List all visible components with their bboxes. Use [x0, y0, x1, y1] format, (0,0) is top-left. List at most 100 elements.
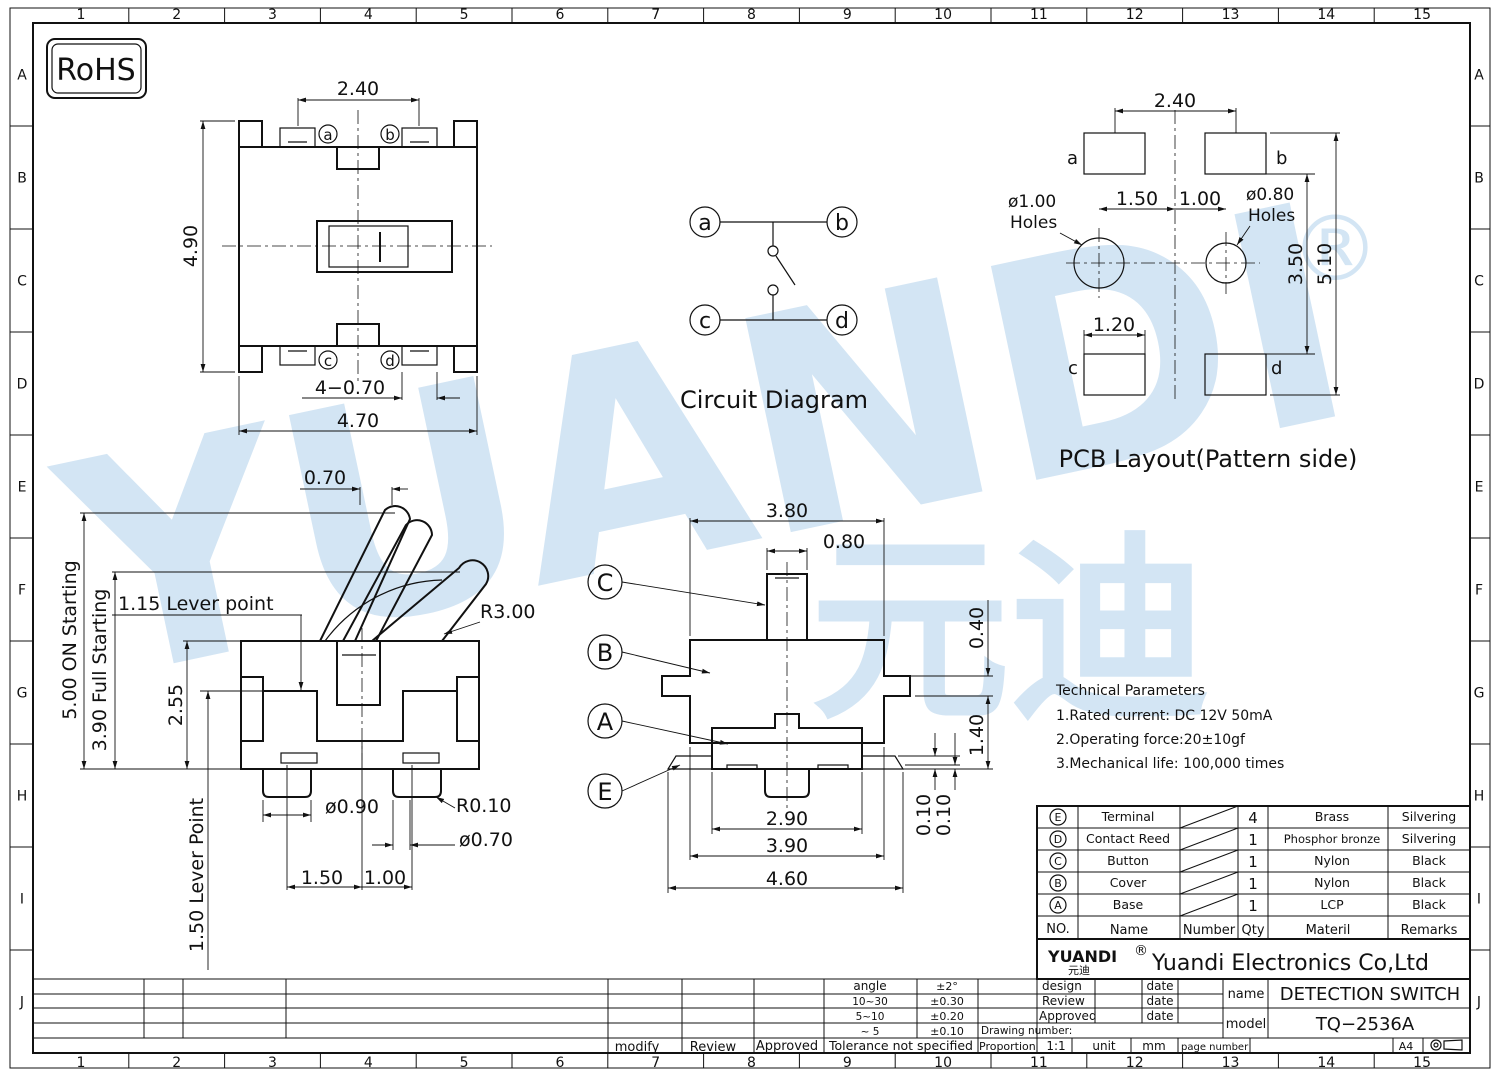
front-dim-2-90: 2.90 [766, 808, 808, 830]
border-row-right: E [1475, 480, 1484, 496]
front-callout-c: C [597, 569, 614, 597]
col-review: Review [690, 1040, 737, 1055]
watermark-cjk: 元迪 [810, 515, 1210, 748]
border-row-right: I [1477, 892, 1481, 908]
border-col-bottom: 2 [172, 1055, 181, 1071]
bom-material: Brass [1315, 809, 1349, 824]
border-row-right: F [1475, 583, 1483, 599]
circuit-node-c: c [699, 309, 711, 334]
bom-material: Nylon [1314, 875, 1350, 890]
border-row-left: D [17, 377, 28, 393]
bom-qty: 1 [1248, 853, 1258, 871]
front-view: 3.80 0.80 0.40 1.40 0.10 0.10 2.90 3.90 … [587, 500, 993, 893]
tech-title: Technical Parameters [1055, 683, 1205, 699]
side-radius: R3.00 [480, 601, 536, 623]
front-dim-0-40: 0.40 [966, 607, 988, 649]
pcb-dim-1-00: 1.00 [1179, 188, 1221, 210]
bom-material: Phosphor bronze [1284, 832, 1380, 846]
border-col-bottom: 3 [268, 1055, 277, 1071]
pcb-hole2-sub: Holes [1248, 206, 1295, 226]
border-row-left: A [17, 68, 27, 84]
col-modify: modify [615, 1040, 660, 1055]
border-col-top: 6 [555, 7, 564, 23]
border-row-right: A [1474, 68, 1484, 84]
border-col-top: 3 [268, 7, 277, 23]
side-dim-lever-point: 1.50 Lever Point [186, 798, 208, 952]
border-row-left: J [19, 995, 24, 1011]
tolerance-range: ~ 5 [861, 1026, 880, 1038]
tb-approved: Approved [1039, 1009, 1097, 1023]
tolerance-value: ±0.30 [930, 995, 964, 1008]
rohs-label: RoHS [56, 53, 135, 88]
border-col-bottom: 4 [364, 1055, 373, 1071]
border-col-bottom: 1 [76, 1055, 85, 1071]
tb-review: Review [1042, 994, 1085, 1008]
tb-date-3: date [1146, 1009, 1173, 1023]
bom-qty: 4 [1248, 809, 1258, 827]
circuit-node-d: d [835, 309, 849, 334]
bom-name: Cover [1110, 875, 1147, 890]
border-col-top: 12 [1126, 7, 1144, 23]
rohs-mark: RoHS [46, 38, 147, 99]
tb-paper: A4 [1399, 1040, 1414, 1053]
pcb-pad-d: d [1271, 358, 1282, 379]
projection-symbol-icon [1430, 1039, 1463, 1051]
border-row-right: D [1474, 377, 1485, 393]
border-col-top: 10 [934, 7, 952, 23]
bom-id: C [1054, 855, 1062, 868]
top-pin-c: c [324, 352, 332, 370]
top-dim-2-40: 2.40 [337, 78, 379, 100]
border-col-bottom: 13 [1222, 1055, 1240, 1071]
border-col-bottom: 7 [651, 1055, 660, 1071]
bom-head-rem: Remarks [1401, 923, 1458, 938]
pcb-pad-b: b [1276, 148, 1287, 169]
bom-qty: 1 [1248, 831, 1258, 849]
tolerance-range: 5~10 [856, 1011, 885, 1023]
title-block: YUANDI 元迪 ® Yuandi Electronics Co,Ltd mo… [33, 938, 1471, 1055]
bom-id-circle [1049, 852, 1067, 870]
border-col-bottom: 8 [747, 1055, 756, 1071]
top-dim-pin: 4−0.70 [315, 377, 385, 399]
tb-date-1: date [1146, 979, 1173, 993]
title-logo-cjk: 元迪 [1068, 964, 1090, 977]
top-view: a b c d 2.40 4.90 4−0.70 4.70 [180, 78, 492, 435]
tolerance-value: ±0.10 [930, 1025, 964, 1038]
bom-id-circle [1049, 874, 1067, 892]
border-row-left: B [17, 171, 27, 187]
front-dim-0-10a: 0.10 [913, 794, 935, 836]
border-col-top: 14 [1317, 7, 1335, 23]
border-col-top: 1 [76, 7, 85, 23]
border-labels: 1122334455667788991010111112121313141415… [10, 7, 1490, 1071]
border-col-top: 2 [172, 7, 181, 23]
side-dim-1-50: 1.50 [301, 867, 343, 889]
bom-id-circle [1049, 896, 1067, 914]
title-logo-reg: ® [1134, 943, 1148, 959]
pcb-title: PCB Layout(Pattern side) [1059, 445, 1358, 473]
bom-remarks: Black [1412, 897, 1447, 912]
pcb-dim-2-40: 2.40 [1154, 90, 1196, 112]
border-col-top: 7 [651, 7, 660, 23]
border-col-bottom: 15 [1413, 1055, 1431, 1071]
border-col-bottom: 14 [1317, 1055, 1335, 1071]
border-row-left: C [17, 274, 27, 290]
side-dim-pin: ø0.70 [459, 829, 513, 851]
border-col-top: 4 [364, 7, 373, 23]
border-row-left: I [20, 892, 24, 908]
tb-model-value: TQ−2536A [1315, 1014, 1415, 1035]
border-row-right: J [1476, 995, 1481, 1011]
bom-id-circle [1049, 830, 1067, 848]
pcb-dim-1-20: 1.20 [1093, 314, 1135, 336]
bom-material: LCP [1320, 897, 1344, 912]
tb-drawing-number: Drawing number: [981, 1025, 1072, 1037]
border-row-left: H [17, 789, 28, 805]
tech-line-2: 2.Operating force:20±10gf [1056, 732, 1246, 748]
tech-line-1: 1.Rated current: DC 12V 50mA [1056, 708, 1273, 724]
bom-remarks: Silvering [1402, 831, 1456, 846]
front-dim-1-40: 1.40 [966, 714, 988, 756]
bom-qty: 1 [1248, 897, 1258, 915]
border-col-bottom: 9 [843, 1055, 852, 1071]
tb-page-number: page number [1181, 1042, 1249, 1053]
front-dim-3-80: 3.80 [766, 500, 808, 522]
